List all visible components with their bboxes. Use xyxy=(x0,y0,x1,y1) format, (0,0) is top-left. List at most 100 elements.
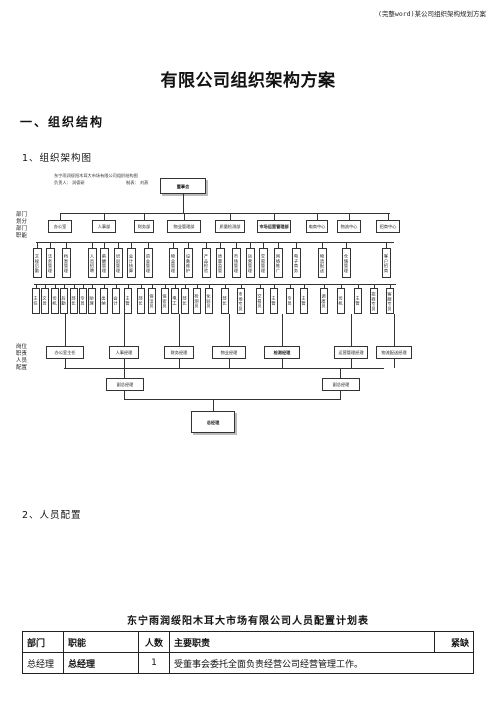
table-title: 东宁雨润绥阳木耳大市场有限公司人员配置计划表 xyxy=(127,616,369,627)
connector-to-function xyxy=(131,242,132,248)
manager-box: 办公室主任 xyxy=(46,346,84,359)
connector-to-position xyxy=(45,284,46,288)
subheading-staffing: 2、人员配置 xyxy=(22,510,82,521)
connector-to-position xyxy=(64,284,65,288)
position-box: 保洁员 xyxy=(148,288,156,314)
connector-to-function xyxy=(296,242,297,248)
manager-box: 财务经理 xyxy=(164,346,194,359)
table-header-row: 部门 职能 人数 主要职责 紧缺 xyxy=(22,631,474,653)
connector-to-deputy-1 xyxy=(124,368,125,378)
connector-deputy-2-down xyxy=(340,391,341,399)
col-header-role: 职能 xyxy=(63,631,139,653)
position-box: 检测员 xyxy=(193,288,201,314)
connector-to-position xyxy=(274,284,275,288)
table-row: 总经理 总经理 1 受董事会委托全面负责经营公司经营管理工作。 xyxy=(22,652,474,674)
connector-to-position xyxy=(390,284,391,288)
connector-position-to-manager xyxy=(229,314,230,346)
connector-to-department xyxy=(274,213,275,220)
manager-box: 物业经理 xyxy=(212,346,246,359)
function-box: 培训管理 xyxy=(114,248,123,278)
connector-position-bus xyxy=(34,284,396,285)
function-box: 运营管理 xyxy=(246,248,255,278)
connector-position-to-manager xyxy=(179,314,180,346)
function-box: 电子商务 xyxy=(292,248,301,278)
connector-to-function xyxy=(206,242,207,248)
cell-duty: 受董事会委托全面负责经营公司经营管理工作。 xyxy=(169,652,474,674)
manager-box: 运营管理经理 xyxy=(334,346,368,359)
function-box: 产品检验 xyxy=(202,248,211,278)
chart-note-title: 东宁雨润绥阳木耳大市场有限公司组织结构图 xyxy=(54,173,138,178)
chart-note-maker: 制表： 刘燕 xyxy=(126,180,149,185)
connector-deputy-1-down xyxy=(124,391,125,399)
connector-to-department xyxy=(317,213,318,220)
position-box: 主管 xyxy=(300,288,308,314)
connector-to-position xyxy=(175,284,176,288)
connector-to-position xyxy=(374,284,375,288)
position-box: 部长 xyxy=(70,288,78,314)
connector-to-position xyxy=(260,284,261,288)
col-header-dept: 部门 xyxy=(22,631,64,653)
connector-to-position xyxy=(104,284,105,288)
connector-to-position xyxy=(74,284,75,288)
side-label-positions: 岗位职责人员配置 xyxy=(16,344,28,371)
col-header-count: 人数 xyxy=(138,631,170,653)
position-box: 助理 xyxy=(88,288,96,314)
connector-to-function xyxy=(220,242,221,248)
department-box: 财务部 xyxy=(134,220,154,233)
position-box: 出纳 xyxy=(100,288,108,314)
connector-to-position xyxy=(128,284,129,288)
department-box: 物流中心 xyxy=(337,220,361,233)
page-title: 有限公司组织架构方案 xyxy=(160,71,336,91)
position-box: 专员 xyxy=(286,288,294,314)
connector-manager-down xyxy=(179,359,180,368)
connector-manager-down xyxy=(394,359,395,368)
connector-to-function xyxy=(66,242,67,248)
position-box: 后勤 xyxy=(60,288,68,314)
connector-position-to-manager xyxy=(282,314,283,346)
deputy-box-1: 副总经理 xyxy=(106,378,144,391)
connector-to-department xyxy=(104,213,105,220)
connector-to-ceo xyxy=(213,399,214,411)
connector-to-position xyxy=(36,284,37,288)
position-box: 市场专员 xyxy=(237,288,245,314)
org-chart: 东宁雨润绥阳木耳大市场有限公司组织结构图 负责人： 润德研 制表： 刘燕 部门划… xyxy=(16,168,474,438)
connector-to-function xyxy=(346,242,347,248)
position-box: 保安员 xyxy=(161,288,169,314)
connector-to-function xyxy=(263,242,264,248)
position-box: 部长 xyxy=(181,288,189,314)
department-box: 电商中心 xyxy=(306,220,328,233)
function-box: 人员招聘 xyxy=(88,248,97,278)
function-box: 薪酬管理 xyxy=(100,248,109,278)
manager-box: 物流配送经理 xyxy=(376,346,412,359)
position-box: 电工 xyxy=(171,288,179,314)
position-box: 客服专员 xyxy=(386,288,394,314)
connector-position-to-manager xyxy=(65,314,66,346)
position-box: 会计 xyxy=(112,288,120,314)
function-box: 仓储管理 xyxy=(342,248,351,278)
connector-to-position xyxy=(116,284,117,288)
connector-to-department xyxy=(144,213,145,220)
position-box: 主管 xyxy=(124,288,132,314)
position-box: 部长 xyxy=(221,288,229,314)
connector-to-department xyxy=(230,213,231,220)
ceo-box: 总经理 xyxy=(191,411,235,433)
connector-to-position xyxy=(209,284,210,288)
position-box: 主任 xyxy=(32,288,40,314)
staffing-table: 部门 职能 人数 主要职责 紧缺 总经理 总经理 1 受董事会委托全面负责经营公… xyxy=(22,631,474,674)
connector-to-position xyxy=(152,284,153,288)
function-box: 客户招商 xyxy=(382,248,391,278)
connector-manager-down xyxy=(124,359,125,368)
department-box: 质量检测部 xyxy=(215,220,245,233)
connector-to-function xyxy=(322,242,323,248)
manager-box: 人事经理 xyxy=(109,346,139,359)
subheading-org-chart: 1、组织架构图 xyxy=(22,153,93,164)
position-box: 部长 xyxy=(137,288,145,314)
connector-to-position xyxy=(92,284,93,288)
function-box: 设备维护 xyxy=(184,248,193,278)
connector-to-position xyxy=(83,284,84,288)
connector-position-to-manager xyxy=(394,314,395,346)
connector-to-position xyxy=(358,284,359,288)
connector-to-position xyxy=(55,284,56,288)
department-box: 人事部 xyxy=(92,220,116,233)
cell-count: 1 xyxy=(138,652,170,674)
